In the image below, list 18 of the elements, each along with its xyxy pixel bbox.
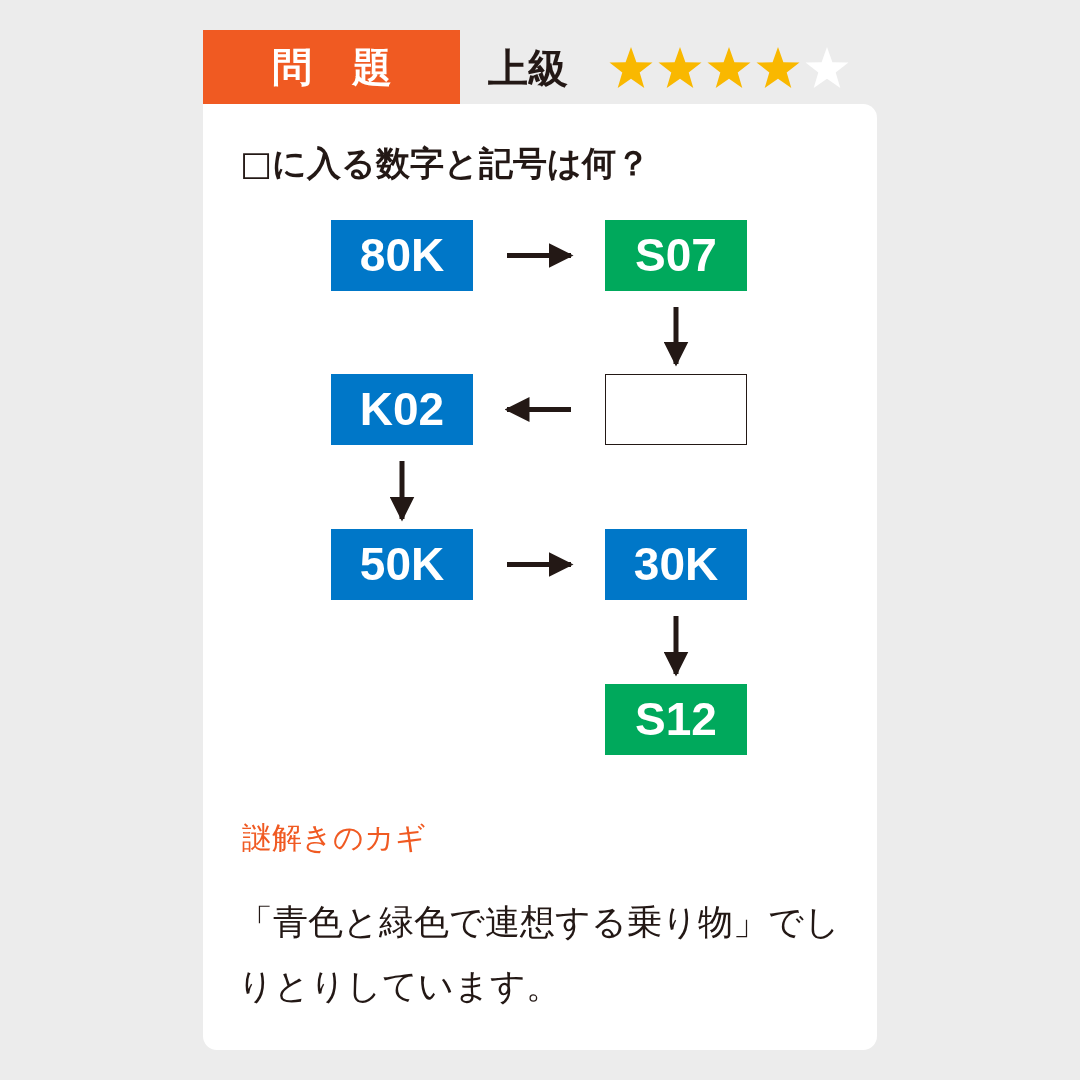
level-label: 上級 [488,44,568,93]
blank-answer-box [605,374,747,445]
arrow [504,397,571,422]
arrow [507,552,574,577]
question-title: □に入る数字と記号は何？ [240,142,651,185]
code-box: 50K [331,529,473,600]
hint-heading: 謎解きのカギ [242,819,426,857]
hint-text: 「青色と緑色で連想する乗り物」でしりとりしています。 [238,901,841,1008]
code-box: S07 [605,220,747,291]
header-tab: 問 題 [203,30,460,104]
arrow [389,461,415,522]
code-box: K02 [331,374,473,445]
code-box: 30K [605,529,747,600]
arrow [663,616,689,677]
arrow [663,307,689,367]
arrow [507,243,574,268]
code-box: S12 [605,684,747,755]
code-box: 80K [331,220,473,291]
